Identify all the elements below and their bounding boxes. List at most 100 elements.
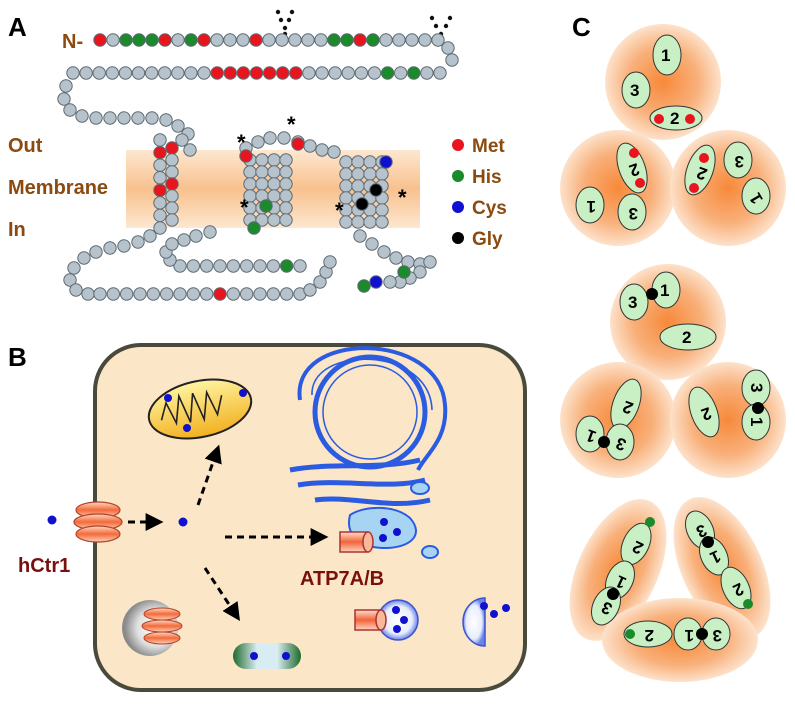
residue (159, 287, 174, 301)
arrow-to-mitochondrion (196, 444, 222, 506)
residue (69, 283, 83, 297)
residue (239, 259, 254, 273)
residue (357, 279, 371, 293)
residue (153, 208, 167, 223)
residue (279, 165, 293, 179)
residue (328, 66, 342, 80)
residue (279, 259, 294, 273)
helix-number: 1 (747, 417, 766, 426)
hctr1-label: hCtr1 (18, 555, 70, 577)
residue (251, 135, 265, 149)
region-membrane-label: Membrane (8, 177, 108, 199)
residue (171, 33, 185, 47)
residue (93, 287, 107, 301)
residue (183, 143, 197, 157)
secretory-vesicle (354, 599, 419, 641)
residue (351, 179, 365, 193)
residue (177, 233, 191, 247)
residue (153, 145, 167, 160)
residue (339, 179, 353, 193)
residue (63, 273, 77, 287)
residue (363, 155, 377, 169)
residue (327, 33, 341, 47)
legend-label-gly: Gly (472, 229, 503, 250)
residue (431, 33, 445, 47)
residue (119, 287, 134, 301)
helix-number: 2 (645, 626, 654, 645)
residue (397, 265, 411, 279)
residue (418, 33, 432, 47)
legend-label-cys: Cys (472, 198, 507, 219)
golgi-apparatus (289, 346, 448, 507)
residue (433, 66, 447, 80)
residue (67, 261, 81, 275)
residue (117, 239, 131, 253)
residue (327, 145, 341, 159)
helix-number: 3 (735, 152, 744, 171)
residue (89, 111, 103, 125)
residue (367, 66, 382, 80)
residue (293, 259, 307, 273)
residue (131, 235, 145, 249)
residue (106, 287, 121, 301)
arrow-to-vesicle (203, 567, 240, 622)
residue (301, 33, 315, 47)
residue (383, 275, 397, 289)
residue (354, 66, 369, 80)
helix-number: 2 (670, 109, 679, 128)
residue (59, 79, 73, 93)
residue (203, 225, 217, 239)
residue (239, 149, 253, 163)
residue (351, 215, 365, 229)
residue (351, 167, 365, 181)
residue (302, 66, 316, 80)
residue (351, 155, 365, 169)
residue (165, 165, 179, 179)
residue (153, 133, 167, 147)
residue (341, 66, 355, 80)
residue (153, 183, 167, 197)
region-out-label: Out (8, 135, 43, 157)
exocytosis-vesicle (462, 597, 510, 647)
copper-ion (178, 517, 188, 527)
residue (103, 241, 117, 255)
residue (153, 221, 167, 235)
residue (186, 259, 201, 273)
residue (132, 33, 146, 47)
glycosylation-icon (275, 9, 295, 37)
residue (153, 171, 167, 185)
residue (199, 259, 214, 273)
residue (223, 66, 237, 80)
residue (375, 215, 389, 229)
residue (197, 66, 211, 80)
residue (366, 33, 380, 47)
residue (146, 287, 161, 301)
residue (255, 165, 269, 179)
residue (158, 66, 172, 80)
residue (314, 33, 328, 47)
helix-number: 3 (713, 626, 722, 645)
residue (210, 66, 224, 80)
residue (355, 197, 369, 211)
residue (267, 177, 281, 191)
legend-swatch-cys (452, 201, 464, 213)
helix-number: 3 (629, 204, 638, 223)
residue (255, 177, 269, 191)
residue (255, 153, 269, 167)
panel-c-letter: C (572, 12, 591, 42)
residue (277, 131, 291, 145)
residue (279, 287, 294, 301)
n-terminus-label: N- (62, 31, 83, 53)
residue (249, 66, 264, 80)
residue (197, 33, 211, 47)
residue (413, 265, 427, 279)
residue (365, 237, 379, 251)
helix-number: 1 (660, 281, 669, 300)
residue (184, 66, 198, 80)
residue (375, 203, 389, 217)
residue (303, 139, 317, 153)
residue (158, 33, 172, 47)
residue (171, 66, 185, 80)
legend-swatch-his (452, 170, 464, 182)
